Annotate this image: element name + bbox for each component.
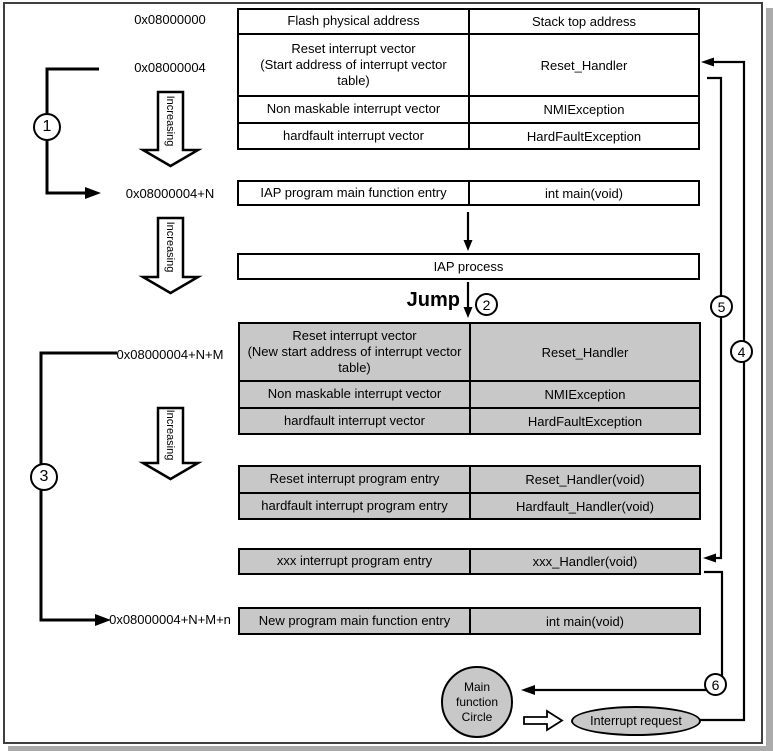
figure-shadow-right <box>766 8 773 751</box>
xxx-entry-row: xxx interrupt program entry xxx_Handler(… <box>238 548 701 575</box>
cell-reset-interrupt-vector: Reset interrupt vector (Start address of… <box>239 35 470 95</box>
address-label-flash-base: 0x08000000 <box>134 12 206 27</box>
address-label-new-vector: 0x08000004+N+M <box>116 347 224 362</box>
original-vector-table: Flash physical address Stack top address… <box>237 8 700 150</box>
cell-reset-program-entry: Reset interrupt program entry <box>240 467 471 492</box>
cell-flash-physical-address: Flash physical address <box>239 10 470 33</box>
iap-process-box: IAP process <box>237 253 700 280</box>
cell-int-main: int main(void) <box>544 185 624 201</box>
main-function-circle: Main function Circle <box>441 666 513 738</box>
interrupt-request-ellipse: Interrupt request <box>571 706 701 736</box>
increasing-label: Increasing <box>164 95 176 147</box>
table-row: xxx interrupt program entry xxx_Handler(… <box>238 548 701 575</box>
cell-reset-handler-void: Reset_Handler(void) <box>525 472 645 487</box>
step-badge-1: 1 <box>33 113 61 141</box>
cell-new-reset-handler: Reset_Handler <box>541 344 629 360</box>
cell-stack-top-address: Stack top address <box>531 14 637 29</box>
figure-shadow-bottom <box>8 746 773 751</box>
table-row: Non maskable interrupt vector NMIExcepti… <box>238 380 701 409</box>
table-row: hardfault interrupt vector HardFaultExce… <box>238 407 701 435</box>
step-badge-3: 3 <box>30 463 58 491</box>
address-label-new-main: 0x08000004+N+M+n <box>109 612 231 627</box>
cell-xxx-program-entry: xxx interrupt program entry <box>240 550 471 573</box>
new-vector-table: Reset interrupt vector (New start addres… <box>238 322 701 435</box>
table-row: IAP program main function entry int main… <box>237 180 700 206</box>
cell-hardfault-program-entry: hardfault interrupt program entry <box>240 494 471 518</box>
cell-new-reset-vector: Reset interrupt vector (New start addres… <box>240 324 471 380</box>
cell-new-nmi-exception: NMIException <box>544 387 626 402</box>
cell-hardfault-handler-void: Hardfault_Handler(void) <box>515 498 654 514</box>
step-badge-5: 5 <box>710 295 733 318</box>
address-label-iap-main: 0x08000004+N <box>125 186 215 201</box>
new-main-row: New program main function entry int main… <box>238 607 701 635</box>
cell-new-hardfault-exception: HardFaultException <box>527 413 643 429</box>
cell-new-nmi-vector: Non maskable interrupt vector <box>240 382 471 407</box>
cell-hardfault-exception: HardFaultException <box>526 128 642 144</box>
table-row: Reset interrupt program entry Reset_Hand… <box>238 465 701 494</box>
table-row: New program main function entry int main… <box>238 607 701 635</box>
increasing-label: Increasing <box>164 409 176 461</box>
cell-nmi-vector: Non maskable interrupt vector <box>239 97 470 122</box>
program-entry-table: Reset interrupt program entry Reset_Hand… <box>238 465 701 520</box>
cell-new-hardfault-vector: hardfault interrupt vector <box>240 409 471 433</box>
step-badge-6: 6 <box>704 673 727 696</box>
cell-xxx-handler-void: xxx_Handler(void) <box>532 554 638 569</box>
table-row: hardfault interrupt vector HardFaultExce… <box>237 122 700 150</box>
table-row: hardfault interrupt program entry Hardfa… <box>238 492 701 520</box>
cell-hardfault-vector: hardfault interrupt vector <box>239 124 470 148</box>
jump-label: Jump <box>406 289 460 311</box>
table-row: Reset interrupt vector (New start addres… <box>238 322 701 382</box>
cell-nmi-exception: NMIException <box>543 102 625 117</box>
step-badge-4: 4 <box>730 340 753 363</box>
cell-new-main-entry: New program main function entry <box>240 609 471 633</box>
figure-border <box>3 2 763 744</box>
cell-new-int-main: int main(void) <box>545 613 625 629</box>
cell-iap-main-entry: IAP program main function entry <box>239 182 470 204</box>
table-row: Reset interrupt vector (Start address of… <box>237 33 700 97</box>
address-label-vector-start: 0x08000004 <box>134 60 206 75</box>
step-badge-2: 2 <box>475 293 498 316</box>
increasing-label: Increasing <box>164 221 176 273</box>
table-row: Flash physical address Stack top address <box>237 8 700 35</box>
table-row: Non maskable interrupt vector NMIExcepti… <box>237 95 700 124</box>
cell-reset-handler: Reset_Handler <box>540 57 628 73</box>
iap-entry-row: IAP program main function entry int main… <box>237 180 700 206</box>
